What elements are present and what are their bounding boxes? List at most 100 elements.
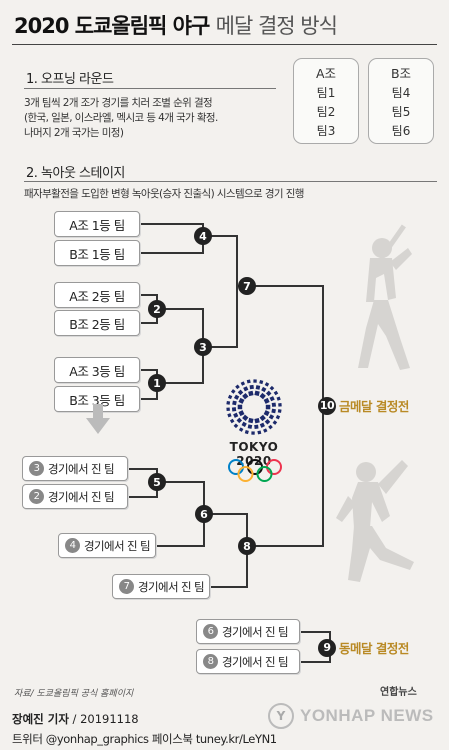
yonhap-watermark: Y YONHAP NEWS <box>268 703 434 729</box>
emblem-tile <box>259 392 266 400</box>
bracket-line <box>190 586 247 588</box>
game-number-badge: 7 <box>119 579 134 594</box>
emblem-tile <box>269 396 275 402</box>
emblem-tile <box>276 396 281 401</box>
bracket-line <box>247 545 322 547</box>
section2-divider <box>24 181 437 182</box>
section1-divider <box>24 88 276 89</box>
loser-label: 경기에서 진 팀 <box>84 538 151 553</box>
emblem-tile <box>278 403 282 407</box>
emblem-tile <box>237 404 243 410</box>
group-a-box: A조 팀1 팀2 팀3 <box>293 58 359 144</box>
game-node: 2 <box>148 300 166 318</box>
emblem-tile <box>238 427 244 432</box>
emblem-tile <box>263 428 268 433</box>
source-note: 자료/ 도쿄올림픽 공식 홈페이지 <box>14 689 134 699</box>
emblem-tile <box>229 418 235 424</box>
baseball-batter-icon <box>358 224 412 370</box>
emblem-tile <box>242 393 249 400</box>
yonhap-watermark-text: YONHAP NEWS <box>300 706 434 725</box>
emblem-tile <box>238 397 245 404</box>
emblem-tile <box>251 431 255 435</box>
group-a-team: 팀3 <box>316 124 336 138</box>
emblem-tile <box>257 430 262 435</box>
emblem-tile <box>277 409 282 413</box>
title-divider <box>12 44 437 45</box>
emblem-tile <box>243 386 249 392</box>
game-number-badge: 3 <box>29 461 44 476</box>
loser-box: 3 경기에서 진 팀 <box>22 456 128 481</box>
emblem-tile <box>255 385 261 390</box>
bracket-line <box>156 545 204 547</box>
emblem-tile <box>259 380 264 385</box>
emblem-tile <box>231 407 237 412</box>
bracket-line <box>140 322 157 324</box>
olympic-rings-icon <box>228 459 282 482</box>
yonhap-small-logo: 연합뉴스 <box>380 687 417 698</box>
bracket-line <box>128 496 157 498</box>
section1-title: 1. 오프닝 라운드 <box>26 72 114 87</box>
section1-description: 3개 팀씩 2개 조가 경기를 치러 조별 순위 결정 (한국, 일본, 이스라… <box>24 96 218 141</box>
group-b-team: 팀6 <box>391 124 411 138</box>
bracket-line <box>300 631 330 633</box>
game-node: 4 <box>194 227 212 245</box>
section1-desc-line: 나머지 2개 국가는 미정) <box>24 127 124 139</box>
bracket-line <box>157 382 202 384</box>
emblem-tile <box>246 379 251 384</box>
bracket-line <box>157 308 202 310</box>
bracket-line <box>300 661 330 663</box>
emblem-tile <box>271 408 276 414</box>
emblem-tile <box>254 417 260 424</box>
game-node: 7 <box>238 277 256 295</box>
baseball-pitcher-icon <box>336 460 414 582</box>
game-node: 1 <box>148 374 166 392</box>
emblem-tile <box>264 382 270 387</box>
emblem-tile <box>271 402 277 407</box>
bracket-line <box>204 513 246 515</box>
emblem-tile <box>240 381 246 386</box>
group-b-box: B조 팀4 팀5 팀6 <box>368 58 434 144</box>
publish-date: 20191118 <box>80 712 139 726</box>
yonhap-logo-icon: Y <box>268 703 294 729</box>
game-node: 3 <box>194 338 212 356</box>
emblem-tile <box>264 419 271 425</box>
loser-box: 4 경기에서 진 팀 <box>58 533 156 558</box>
bronze-medal-label: 동메달 결정전 <box>339 641 409 656</box>
team-box: A조 2등 팀 <box>54 282 140 308</box>
emblem-tile <box>253 379 257 383</box>
social-links: 트위터 @yonhap_graphics 페이스북 tuney.kr/LeYN1 <box>12 732 277 746</box>
section2-title: 2. 녹아웃 스테이지 <box>26 166 125 181</box>
emblem-tile <box>237 389 244 396</box>
game-node: 10 <box>318 396 336 415</box>
emblem-tile <box>268 424 273 430</box>
loser-label: 경기에서 진 팀 <box>48 461 115 476</box>
game-number-badge: 4 <box>65 538 80 553</box>
loser-label: 경기에서 진 팀 <box>222 624 289 639</box>
emblem-tile <box>248 417 254 424</box>
emblem-tile <box>227 413 232 418</box>
bracket-line <box>140 398 157 400</box>
emblem-tile <box>259 414 266 422</box>
emblem-tile <box>244 430 249 435</box>
emblem-tile <box>254 390 260 397</box>
group-a-team: 팀2 <box>316 105 336 119</box>
team-box: B조 1등 팀 <box>54 240 140 266</box>
emblem-tile <box>227 394 233 400</box>
emblem-tile <box>230 389 236 394</box>
team-box: A조 1등 팀 <box>54 211 140 237</box>
game-node: 8 <box>238 537 256 555</box>
group-a-team: 팀1 <box>316 86 336 100</box>
title-sub: 메달 결정 방식 <box>215 14 338 38</box>
emblem-tile <box>233 394 240 400</box>
bracket-line <box>140 223 202 225</box>
section2-description: 패자부활전을 도입한 변형 녹아웃(승자 진출식) 시스템으로 경기 진행 <box>24 188 304 200</box>
section1-desc-line: 3개 팀씩 2개 조가 경기를 치러 조별 순위 결정 <box>24 97 213 109</box>
emblem-tile <box>238 410 245 417</box>
down-arrow-icon <box>93 404 103 420</box>
emblem-tile <box>249 384 254 390</box>
title-main: 2020 도쿄올림픽 야구 <box>14 14 210 38</box>
emblem-tile <box>226 407 230 412</box>
group-b-team: 팀5 <box>391 105 411 119</box>
game-number-badge: 2 <box>29 489 44 504</box>
